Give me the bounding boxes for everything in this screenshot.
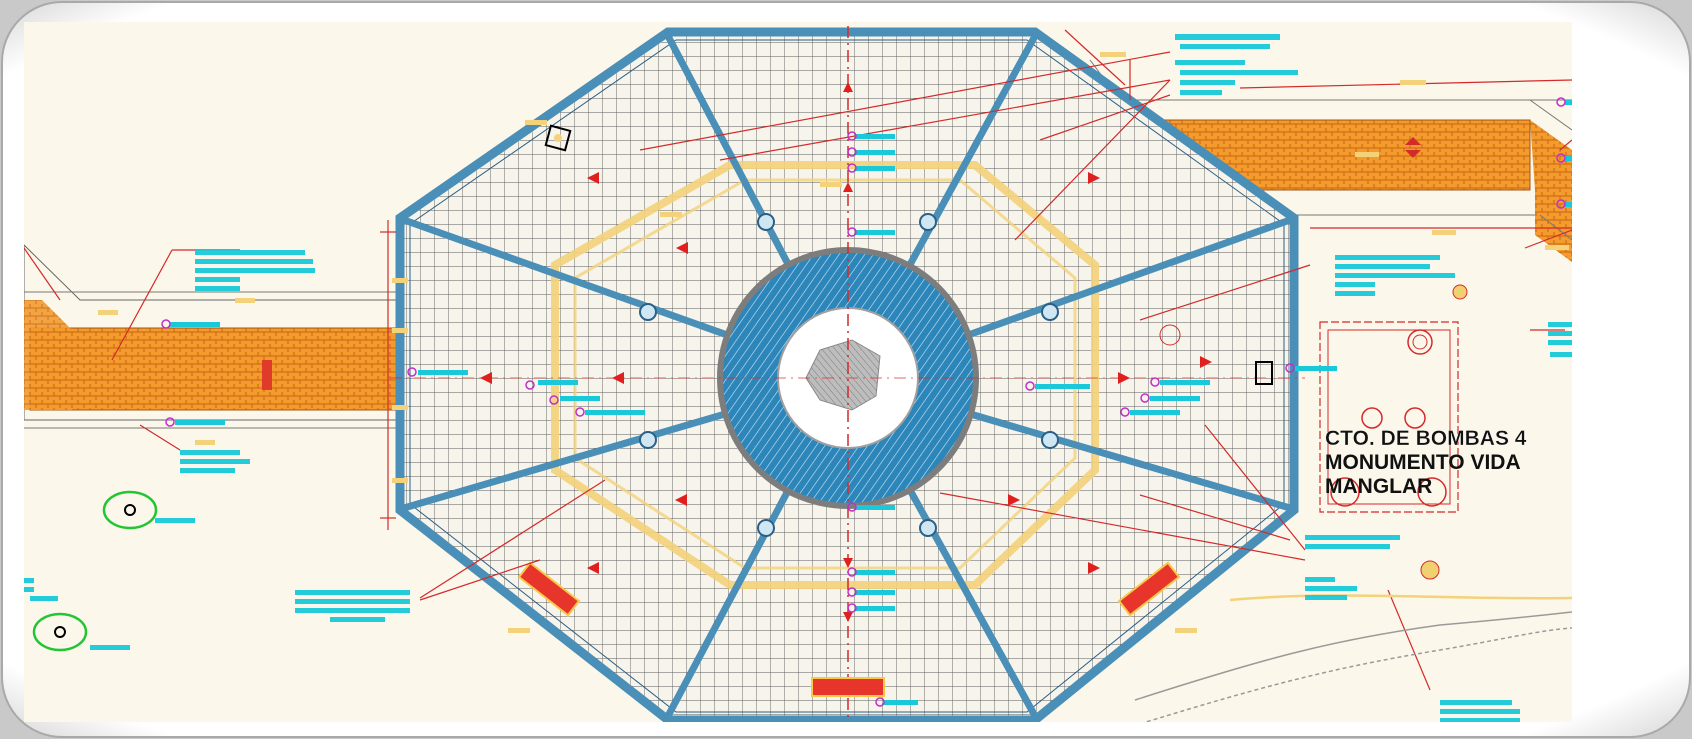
tree-symbols <box>32 124 1273 652</box>
left-walkway <box>24 243 401 429</box>
label-line-2: MONUMENTO VIDA <box>1325 451 1521 474</box>
leader-lines <box>111 29 1572 691</box>
monument-base <box>805 339 881 411</box>
octagon-plaza <box>390 26 1305 722</box>
terrain-lines <box>1119 594 1572 722</box>
label-line-1: CTO. DE BOMBAS 4 <box>1325 427 1527 450</box>
annotation-markers <box>24 34 1572 722</box>
pump-room-outline <box>1319 284 1468 580</box>
pump-room-label: CTO. DE BOMBAS 4 MONUMENTO VIDA MANGLAR <box>1325 427 1527 498</box>
label-line-3: MANGLAR <box>1325 475 1432 498</box>
